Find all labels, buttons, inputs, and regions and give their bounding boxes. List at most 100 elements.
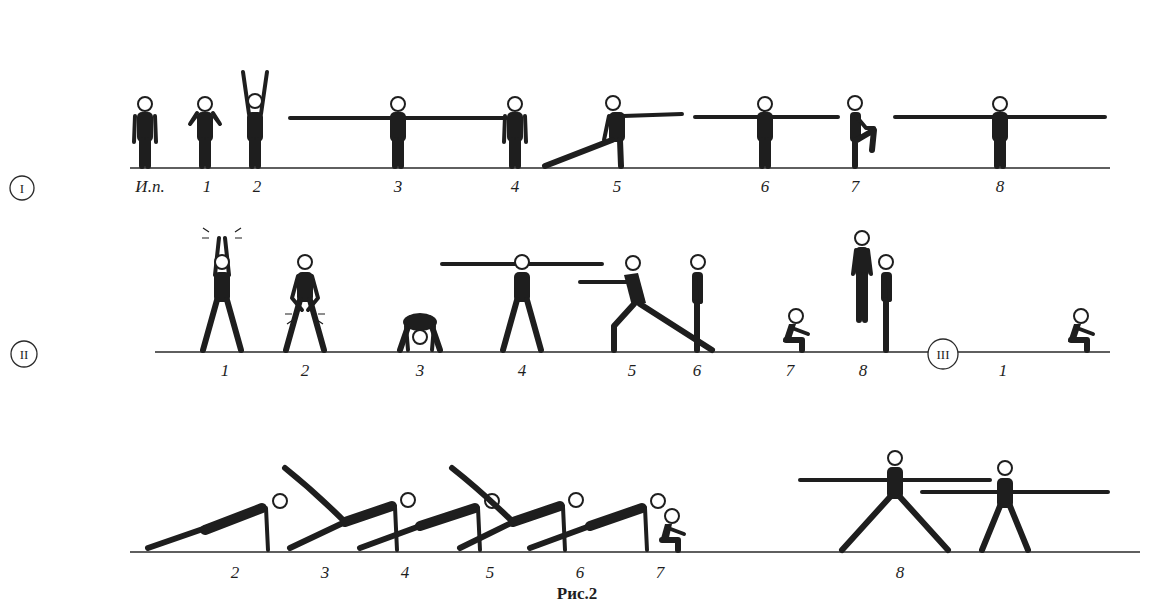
figure-side-standing bbox=[879, 255, 893, 350]
figure-plank bbox=[590, 508, 642, 526]
step-number: 4 bbox=[511, 178, 520, 195]
step-number: 5 bbox=[613, 178, 622, 195]
figure-jump bbox=[855, 247, 869, 277]
standing-figure bbox=[134, 97, 156, 166]
step-number: 3 bbox=[394, 178, 403, 195]
section-circle bbox=[11, 341, 37, 367]
figure-side-standing bbox=[883, 300, 889, 350]
figure-arms-side bbox=[993, 97, 1007, 111]
section-circle bbox=[928, 339, 958, 369]
figure-squat bbox=[1068, 309, 1093, 350]
figure-bend-forward bbox=[406, 326, 434, 350]
step-number: 8 bbox=[896, 564, 905, 581]
step-number: 6 bbox=[693, 362, 702, 379]
figure-plank-leg-up bbox=[395, 507, 397, 550]
figure-squat bbox=[792, 328, 808, 334]
figure-lunge bbox=[580, 280, 628, 284]
figure-arms-side bbox=[762, 140, 768, 166]
figure-jump bbox=[859, 275, 865, 320]
figure-squat bbox=[665, 509, 679, 523]
figure-arms-side bbox=[390, 112, 406, 142]
section-circle bbox=[10, 176, 958, 369]
step-number: 1 bbox=[999, 362, 1008, 379]
figure-arms-side bbox=[442, 255, 602, 350]
figure-arms-side bbox=[290, 97, 506, 166]
step-number: 5 bbox=[628, 362, 637, 379]
figure-plank-leg-up bbox=[285, 468, 345, 548]
figure-star-jump bbox=[800, 451, 990, 550]
figure-arms-up bbox=[247, 112, 263, 142]
figure-squat bbox=[662, 540, 678, 550]
figure-knee-raised bbox=[848, 96, 862, 110]
figure-hands-shoulders bbox=[202, 140, 208, 166]
figure-clap-up bbox=[202, 228, 242, 350]
step-number: 8 bbox=[996, 178, 1005, 195]
step-number: 1 bbox=[203, 178, 212, 195]
figure-star-stance bbox=[998, 461, 1012, 475]
figure-squat bbox=[660, 509, 684, 550]
figure-side-standing bbox=[888, 276, 890, 300]
figure-plank bbox=[360, 526, 420, 548]
step-number: 8 bbox=[859, 362, 868, 379]
step-number: 3 bbox=[416, 362, 425, 379]
figure-clap-down bbox=[298, 255, 312, 269]
figure-arms-side bbox=[992, 112, 1008, 142]
section-circle bbox=[10, 176, 34, 200]
figure-bend-forward bbox=[400, 313, 440, 350]
figure-jump bbox=[855, 231, 869, 245]
ground-line bbox=[155, 351, 1110, 353]
figure-arms-side bbox=[895, 97, 1105, 166]
standing-figure bbox=[138, 97, 152, 111]
section-number: I bbox=[20, 182, 24, 195]
figure-squat bbox=[1074, 309, 1088, 323]
figure-bend-forward bbox=[413, 330, 427, 344]
figure-side-standing bbox=[699, 277, 701, 302]
step-number: 4 bbox=[518, 362, 527, 379]
step-number: 4 bbox=[401, 564, 410, 581]
figure-plank-leg-up bbox=[401, 493, 415, 507]
figure-knee-raised bbox=[855, 130, 874, 166]
step-number: 2 bbox=[253, 178, 262, 195]
standing-figure bbox=[137, 112, 153, 142]
figure-arms-side bbox=[515, 255, 529, 269]
figure-side-standing bbox=[691, 255, 705, 350]
figure-arms-up bbox=[243, 72, 267, 114]
figure-plank bbox=[530, 494, 665, 550]
figure-clap-up bbox=[203, 300, 241, 350]
figure-arms-side bbox=[695, 97, 838, 166]
standing-figure bbox=[508, 97, 522, 111]
figure-plank bbox=[273, 494, 287, 508]
figure-lunge bbox=[626, 256, 640, 270]
figure-squat bbox=[1071, 340, 1087, 350]
figure-hands-shoulders bbox=[197, 112, 213, 142]
standing-figure bbox=[512, 140, 518, 166]
step-number: 5 bbox=[486, 564, 495, 581]
figure-hands-shoulders bbox=[190, 97, 220, 166]
step-number: И.п. bbox=[135, 178, 164, 195]
figure-leg-side bbox=[545, 140, 621, 166]
step-number: 7 bbox=[656, 564, 665, 581]
section-number: II bbox=[20, 348, 29, 361]
figure-plank-leg-up bbox=[569, 493, 583, 507]
figure-side-standing bbox=[879, 255, 893, 269]
step-number: 7 bbox=[786, 362, 795, 379]
figure-leg-side bbox=[545, 96, 682, 166]
figure-star-stance bbox=[922, 490, 1108, 494]
figure-arms-side bbox=[758, 97, 772, 111]
figure-side-standing bbox=[691, 255, 705, 269]
figure-plank bbox=[420, 508, 475, 526]
step-number: 3 bbox=[321, 564, 330, 581]
figure-arms-up bbox=[252, 140, 258, 166]
section-number: III bbox=[937, 348, 950, 361]
figure-plank bbox=[645, 508, 647, 550]
figure-arms-up bbox=[243, 72, 267, 166]
figure-plank bbox=[148, 494, 287, 550]
figure-squat bbox=[786, 340, 802, 350]
figure-arms-side bbox=[503, 300, 541, 350]
figure-plank bbox=[478, 508, 480, 550]
figure-clap-up bbox=[215, 238, 229, 275]
figure-star-jump bbox=[888, 451, 902, 465]
figure-arms-up bbox=[248, 94, 262, 108]
